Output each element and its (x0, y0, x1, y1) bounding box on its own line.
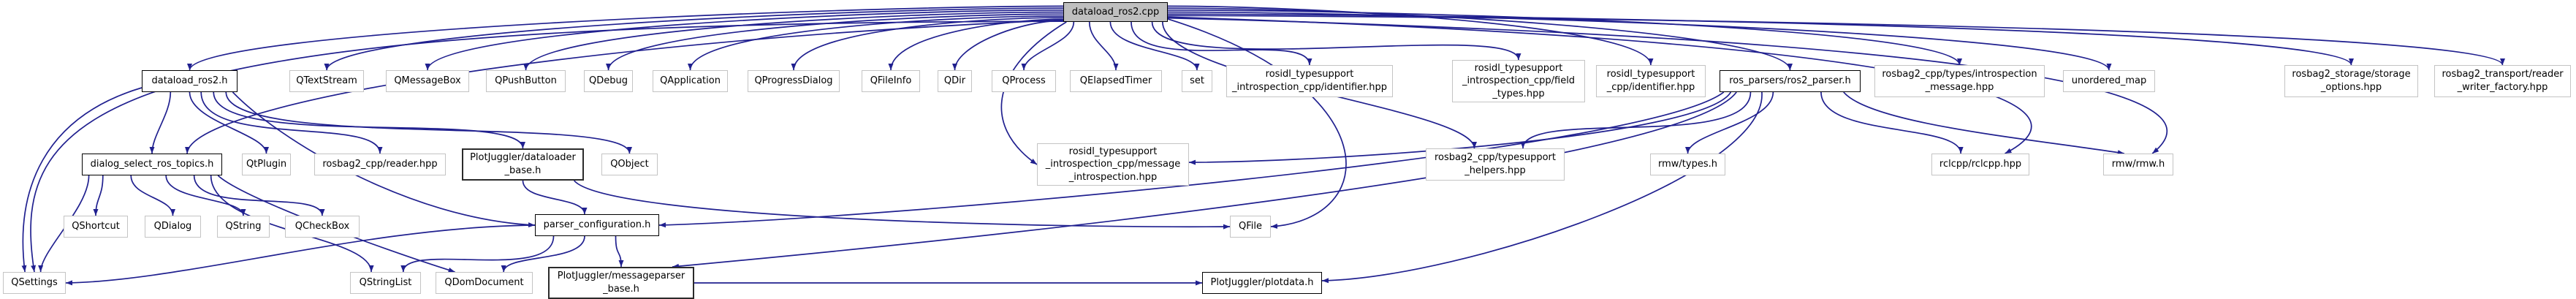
edge-root-to-ti_field_types (1151, 21, 1521, 61)
edge-root-to-cpp_identifier (1167, 5, 1654, 66)
graph-node-rmw-rmw: rmw/rmw.h (2103, 154, 2173, 175)
graph-node-unordered-map: unordered_map (2063, 70, 2155, 92)
graph-node-typesupport-helpers: rosbag2_cpp/typesupport _helpers.hpp (1426, 148, 1565, 181)
edge-root-to-qapplication (688, 15, 1064, 71)
edge-ros2_parser-to-rclcpp (1820, 91, 1964, 154)
graph-node-qapplication: QApplication (653, 70, 728, 92)
edge-h-to-qobject (225, 91, 632, 154)
graph-node-qtplugin: QtPlugin (242, 154, 291, 175)
graph-node-qsettings: QSettings (3, 272, 66, 294)
edge-ros2_parser-to-messageparser (672, 91, 1737, 269)
edge-root-to-storage_options (1167, 13, 2354, 66)
edge-root-to-h (187, 5, 1064, 71)
edge-root-to-qelapsedtimer (1088, 21, 1119, 71)
graph-node-dialog[interactable]: dialog_select_ros_topics.h (82, 154, 222, 175)
graph-node-set: set (1182, 70, 1212, 92)
edge-h-to-reader (200, 91, 383, 154)
graph-node-qdir: QDir (938, 70, 972, 92)
graph-node-plotdata[interactable]: PlotJuggler/plotdata.h (1202, 272, 1322, 294)
edge-root-to-qtextstream (324, 7, 1064, 71)
graph-node-h[interactable]: dataload_ros2.h (142, 70, 238, 92)
edge-root-to-qfileinfo (888, 18, 1064, 71)
graph-node-messageparser[interactable]: PlotJuggler/messageparser _base.h (548, 267, 694, 299)
edge-ros2_parser-to-typesupport_helpers (1520, 91, 1752, 149)
edge-root-to-set (1109, 21, 1200, 71)
graph-node-rclcpp: rclcpp/rclcpp.hpp (1931, 154, 2029, 175)
edge-parser_config-to-qdomdocument (501, 235, 585, 273)
graph-node-ti-field-types: rosidl_typesupport _introspection_cpp/fi… (1452, 60, 1585, 102)
graph-node-qobject: QObject (601, 154, 658, 175)
edge-root-to-unordered_map (1167, 11, 2112, 71)
edge-root-to-qmessagebox (425, 9, 1064, 71)
edge-root-to-ros2_parser (1167, 7, 1793, 71)
graph-node-root: dataload_ros2.cpp (1063, 2, 1168, 22)
edge-ros2_parser-to-rmw_types (1685, 91, 1774, 154)
edge-root-to-qfile (1167, 18, 1347, 229)
edge-ros2_parser-to-rmw_rmw (1843, 91, 2124, 156)
edge-dialog-to-qdialog (130, 175, 175, 216)
graph-node-message-introspection: rosidl_typesupport _introspection_cpp/me… (1037, 143, 1189, 186)
graph-node-qtextstream: QTextStream (289, 70, 364, 92)
graph-node-ros2-parser[interactable]: ros_parsers/ros2_parser.h (1720, 70, 1861, 92)
edge-dialog-to-qshortcut (93, 175, 104, 216)
edge-root-to-qprocess (1021, 21, 1075, 71)
graph-node-storage-options: rosbag2_storage/storage _options.hpp (2284, 65, 2418, 97)
graph-node-qstringlist: QStringList (350, 272, 421, 294)
edge-root-to-qdebug (606, 13, 1064, 71)
graph-node-qdialog: QDialog (145, 216, 201, 238)
graph-node-qfileinfo: QFileInfo (862, 70, 920, 92)
edge-root-to-message_introspection (1000, 21, 1067, 165)
graph-node-qfile: QFile (1230, 216, 1271, 238)
edge-dataloader-to-parser_config (522, 180, 588, 215)
graph-node-introspection-message: rosbag2_cpp/types/introspection _message… (1874, 65, 2045, 97)
graph-node-qprogressdialog: QProgressDialog (748, 70, 840, 92)
edge-parser_config-to-qsettings (65, 224, 536, 286)
edge-dialog-to-qcheckbox (193, 175, 325, 216)
edge-parser_config-to-qstringlist (400, 235, 555, 273)
graph-node-reader-writer-factory: rosbag2_transport/reader _writer_factory… (2434, 65, 2571, 97)
edge-ros2_parser-to-plotdata (1321, 91, 1763, 284)
edge-h-to-dialog (149, 91, 172, 154)
edge-parser_config-to-messageparser (615, 235, 624, 268)
edge-root-to-qprogressdialog (791, 17, 1064, 71)
graph-node-qprocess: QProcess (992, 70, 1056, 92)
edge-dialog-to-qstring (165, 175, 246, 216)
edge-ros2_parser-to-parser_config (658, 91, 1725, 228)
edge-dataloader-to-qfile (573, 180, 1231, 230)
edge-root-to-ti_identifier (1131, 21, 1312, 66)
graph-node-qdebug: QDebug (584, 70, 633, 92)
graph-node-qstring: QString (217, 216, 270, 238)
edge-h-to-qsettings (21, 87, 143, 273)
graph-node-rmw-types: rmw/types.h (1650, 154, 1725, 175)
graph-node-qelapsedtimer: QElapsedTimer (1070, 70, 1162, 92)
graph-node-qdomdocument: QDomDocument (436, 272, 533, 294)
graph-node-qcheckbox: QCheckBox (285, 216, 360, 238)
graph-node-dataloader[interactable]: PlotJuggler/dataloader _base.h (462, 148, 584, 181)
graph-node-qpushbutton: QPushButton (486, 70, 566, 92)
graph-node-parser-config[interactable]: parser_configuration.h (535, 214, 659, 236)
edge-root-to-reader_writer_factory (1167, 15, 2505, 66)
edge-ros2_parser-to-message_introspection (1188, 91, 1732, 165)
graph-node-cpp-identifier: rosidl_typesupport _cpp/identifier.hpp (1596, 65, 1706, 97)
edge-root-to-rmw_rmw (1167, 17, 2168, 154)
graph-node-ti-identifier: rosidl_typesupport _introspection_cpp/id… (1226, 65, 1393, 97)
graph-node-qmessagebox: QMessageBox (386, 70, 469, 92)
graph-node-qshortcut: QShortcut (64, 216, 128, 238)
graph-node-reader: rosbag2_cpp/reader.hpp (314, 154, 446, 175)
edge-h-to-qtplugin (189, 91, 269, 154)
